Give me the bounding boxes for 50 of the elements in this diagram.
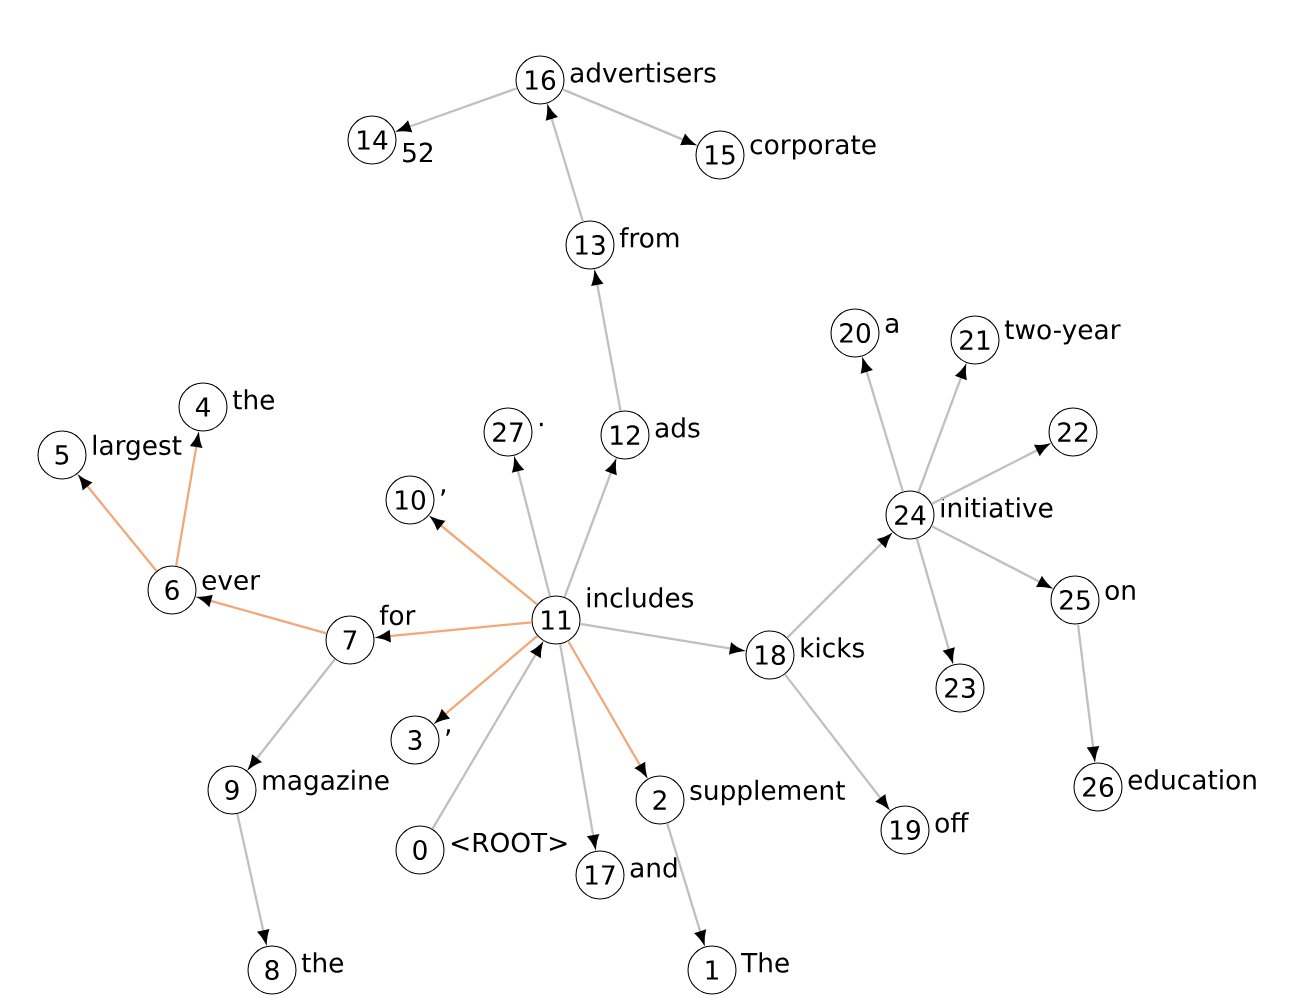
- arrow: [666, 823, 706, 944]
- word-label: education: [1128, 769, 1256, 790]
- arrow: [1076, 624, 1099, 760]
- word-label: ,: [446, 729, 450, 736]
- arrow: [562, 88, 695, 146]
- arrow: [546, 106, 584, 222]
- arrow: [174, 434, 202, 566]
- arrow: [931, 525, 1051, 588]
- arrow: [248, 658, 336, 769]
- word-label: The: [741, 952, 789, 973]
- arrow: [786, 534, 891, 639]
- word-label: largest: [93, 434, 182, 461]
- word-label: the: [301, 952, 343, 973]
- arrow: [861, 359, 904, 492]
- arrow: [931, 443, 1049, 505]
- arrow: [915, 538, 955, 662]
- word-label: ,: [441, 489, 445, 496]
- word-label: off: [935, 812, 969, 833]
- word-label: from: [619, 227, 679, 248]
- word-label: supplement: [690, 779, 845, 806]
- arrow: [917, 365, 967, 493]
- arrow: [563, 460, 617, 598]
- word-label: ever: [202, 574, 260, 591]
- word-label: and: [630, 857, 677, 878]
- word-label: magazine: [263, 769, 389, 796]
- arrow: [580, 622, 743, 655]
- word-label: advertisers: [570, 62, 716, 83]
- word-label: a: [885, 317, 898, 334]
- arrow: [377, 621, 532, 642]
- word-label: corporate: [750, 135, 876, 160]
- arrow: [512, 458, 552, 597]
- word-label: <ROOT>: [451, 832, 567, 853]
- arrow: [198, 595, 327, 635]
- arrow: [559, 643, 599, 848]
- word-label: ads: [655, 417, 700, 438]
- word-label: includes: [587, 587, 694, 608]
- arrow: [567, 640, 647, 777]
- arrow: [784, 673, 889, 809]
- word-label: on: [1105, 584, 1135, 601]
- word-label: .: [539, 422, 543, 427]
- arrow: [79, 476, 158, 572]
- word-label: the: [232, 389, 274, 410]
- word-label: initiative: [941, 497, 1053, 518]
- arrow: [431, 517, 538, 606]
- word-label: kicks: [801, 637, 864, 658]
- arrow: [431, 643, 543, 830]
- word-label: for: [379, 604, 416, 626]
- word-label: 52: [403, 142, 433, 163]
- arrow: [435, 635, 539, 723]
- word-label: two-year: [1004, 320, 1121, 345]
